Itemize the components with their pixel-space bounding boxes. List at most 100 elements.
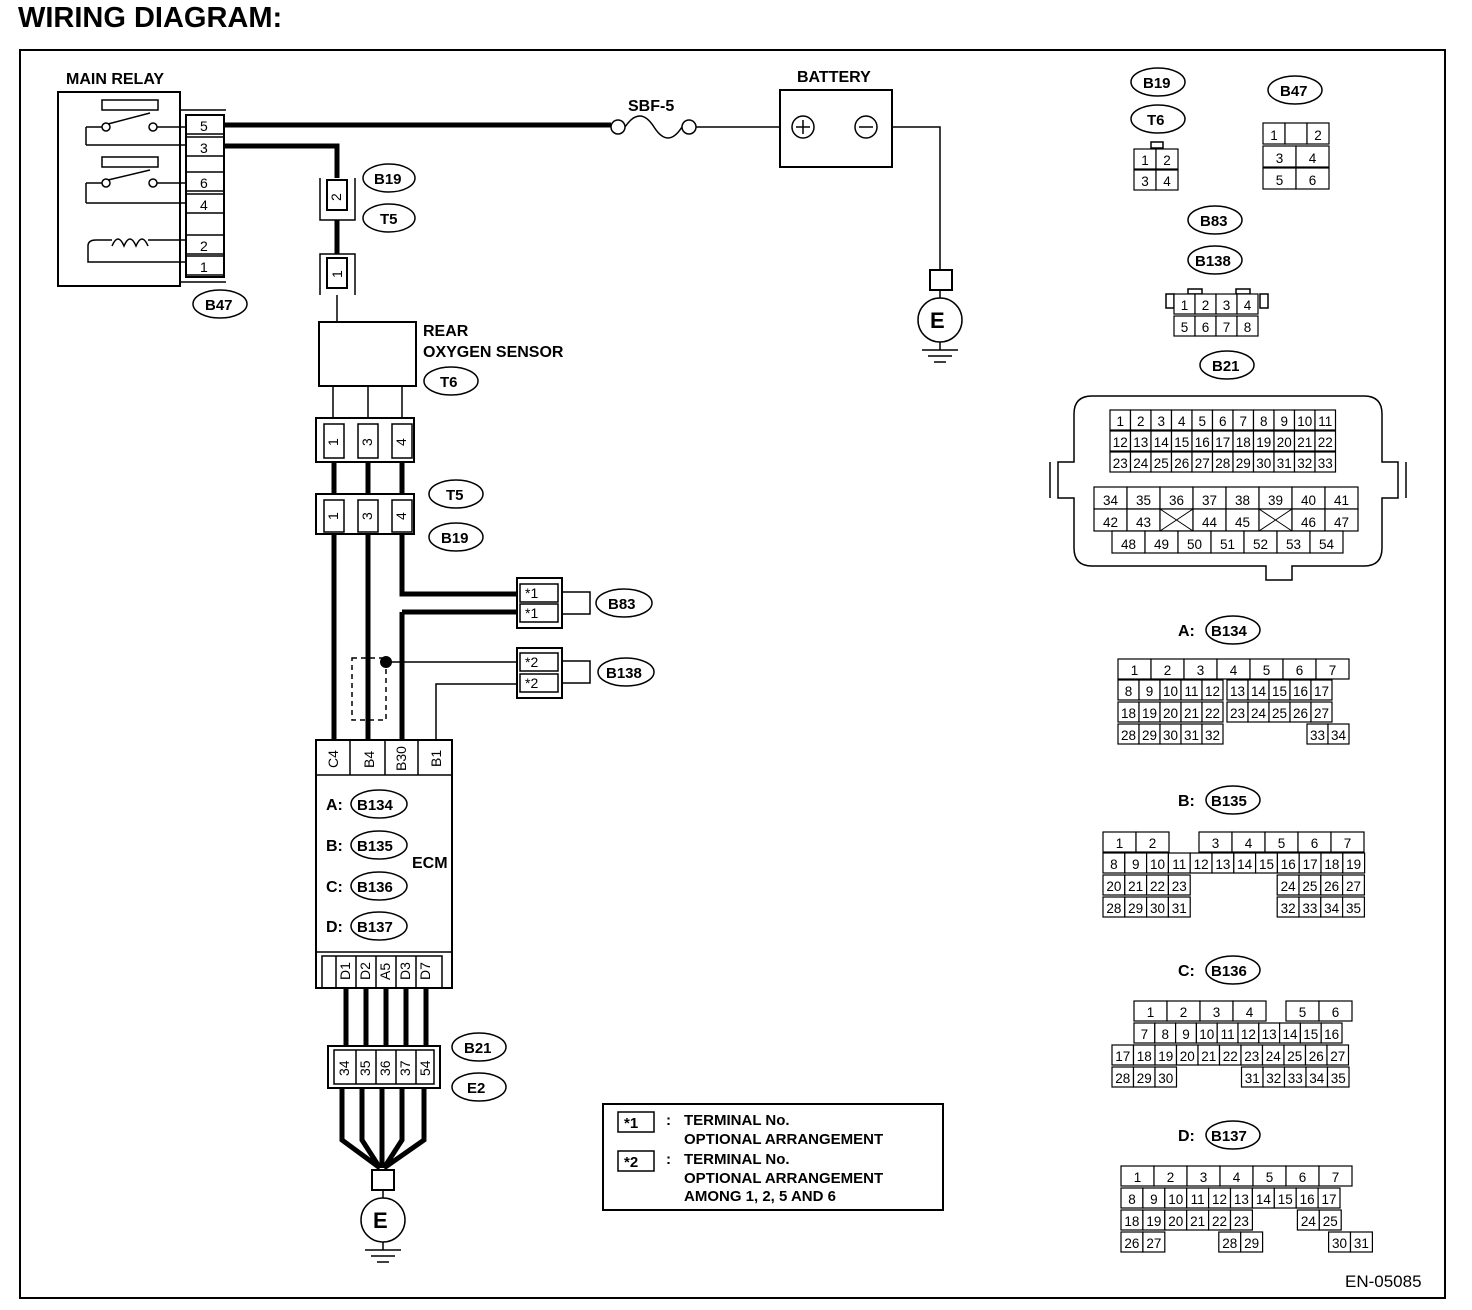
pin-number: 2: [1149, 836, 1157, 851]
legend-text: TERMINAL No.: [684, 1151, 790, 1168]
pin-number: 32: [1297, 456, 1312, 471]
connector-b134: B134: [357, 797, 394, 814]
legend: *1 : TERMINAL No. OPTIONAL ARRANGEMENT *…: [602, 1103, 944, 1211]
pin-number: 26: [1309, 1049, 1324, 1064]
pin-number: 24: [1133, 456, 1149, 471]
face-label: B135: [1211, 793, 1247, 810]
pin-number: 17: [1322, 1192, 1337, 1207]
pin-number: 28: [1222, 1236, 1237, 1251]
pin-number: 3: [1200, 1170, 1208, 1185]
pin-cell: [1326, 1066, 1350, 1088]
ecm-pin: A5: [377, 963, 393, 980]
face-label: B47: [1280, 83, 1308, 100]
ecm-prefix: A:: [326, 797, 343, 814]
ecm-pin: D2: [357, 962, 373, 980]
b21-pin: 36: [377, 1060, 393, 1076]
pin-number: 1: [1181, 298, 1189, 313]
sensor-label-2: OXYGEN SENSOR: [423, 344, 564, 361]
pin-number: 12: [1241, 1027, 1256, 1042]
pin-number: 17: [1314, 684, 1329, 699]
pin-number: 29: [1137, 1071, 1152, 1086]
pin-number: 54: [1319, 537, 1335, 552]
battery-label: BATTERY: [797, 69, 871, 86]
connector-e2: E2: [467, 1080, 485, 1097]
legend-text: OPTIONAL ARRANGEMENT: [684, 1131, 883, 1148]
legend-colon: :: [666, 1151, 671, 1168]
pin-number: 5: [1181, 320, 1189, 335]
pin-number: 2: [1164, 663, 1172, 678]
pin-number: 22: [1205, 706, 1220, 721]
pin-number: 37: [1202, 493, 1217, 508]
pin-number: 21: [1184, 706, 1199, 721]
pin-number: 49: [1154, 537, 1169, 552]
pin-number: 25: [1287, 1049, 1302, 1064]
pin-number: 14: [1251, 684, 1267, 699]
relay-pin: 2: [200, 238, 208, 254]
pin-number: 2: [1137, 414, 1145, 429]
face-prefix: A:: [1178, 623, 1195, 640]
pin-number: 4: [1244, 298, 1252, 313]
pin-number: 8: [1128, 1192, 1136, 1207]
pin-number: 18: [1121, 706, 1136, 721]
relay-pin: 1: [200, 259, 208, 275]
pin-number: 3: [1197, 663, 1205, 678]
sensor-pin: 1: [325, 438, 341, 446]
pin-number: 21: [1201, 1049, 1216, 1064]
pin-cell: [1327, 723, 1350, 745]
ecm-pin: D3: [397, 962, 413, 980]
pin-number: 8: [1244, 320, 1252, 335]
pin-number: 32: [1281, 901, 1296, 916]
pin-number: 12: [1212, 1192, 1227, 1207]
pin-number: 25: [1154, 456, 1169, 471]
connector-t5-b19-lower: 1 3 4 T5 B19: [315, 462, 484, 552]
relay-pin: 5: [200, 118, 208, 134]
pin-number: 14: [1256, 1192, 1272, 1207]
joint-connector-b19-t5: 2 1 B19 T5: [319, 163, 416, 322]
pin-number: 4: [1245, 836, 1253, 851]
ecm-pin: D7: [417, 962, 433, 980]
pin-number: 41: [1334, 493, 1349, 508]
pin-number: 33: [1318, 456, 1333, 471]
pin-number: 30: [1158, 1071, 1173, 1086]
pin-number: 2: [1202, 298, 1210, 313]
relay-pin: 4: [200, 197, 208, 213]
optional-mark: *2: [525, 654, 538, 670]
pin-cell: [1341, 874, 1365, 896]
pin-number: 18: [1137, 1049, 1152, 1064]
pin-number: 23: [1234, 1214, 1249, 1229]
pin-number: 52: [1253, 537, 1268, 552]
pin-cell: [1229, 1209, 1253, 1231]
pin-number: 1: [1131, 663, 1139, 678]
face-prefix: C:: [1178, 963, 1195, 980]
pin-number: 13: [1262, 1027, 1277, 1042]
pin-cell: [1326, 1044, 1350, 1066]
pin-number: 31: [1277, 456, 1292, 471]
pin-number: 21: [1128, 879, 1143, 894]
pin-number: 10: [1168, 1192, 1183, 1207]
pin-number: 22: [1150, 879, 1165, 894]
pin-number: 30: [1163, 728, 1178, 743]
pin-number: 17: [1215, 435, 1230, 450]
pin-cell: [1314, 451, 1337, 473]
face-prefix: D:: [1178, 1128, 1195, 1145]
b21-pin: 37: [397, 1060, 413, 1076]
pin-number: 28: [1121, 728, 1136, 743]
pin-number: 9: [1182, 1027, 1190, 1042]
pin-number: 27: [1314, 706, 1329, 721]
pin-number: 1: [1270, 128, 1278, 143]
pin-number: 7: [1329, 663, 1337, 678]
legend-text: TERMINAL No.: [684, 1112, 790, 1129]
pin-number: 7: [1239, 414, 1247, 429]
pin-number: 28: [1215, 456, 1230, 471]
pin-number: 11: [1184, 684, 1198, 699]
pin-number: 26: [1174, 456, 1189, 471]
face-label: T6: [1147, 112, 1165, 129]
pin-number: 39: [1268, 493, 1283, 508]
pin-number: 9: [1132, 857, 1140, 872]
pin-number: 13: [1215, 857, 1230, 872]
ecm-label: ECM: [412, 855, 448, 872]
pin-number: 33: [1288, 1071, 1303, 1086]
pin-number: 9: [1146, 684, 1154, 699]
pin-number: 15: [1272, 684, 1287, 699]
pin-number: 11: [1318, 414, 1332, 429]
